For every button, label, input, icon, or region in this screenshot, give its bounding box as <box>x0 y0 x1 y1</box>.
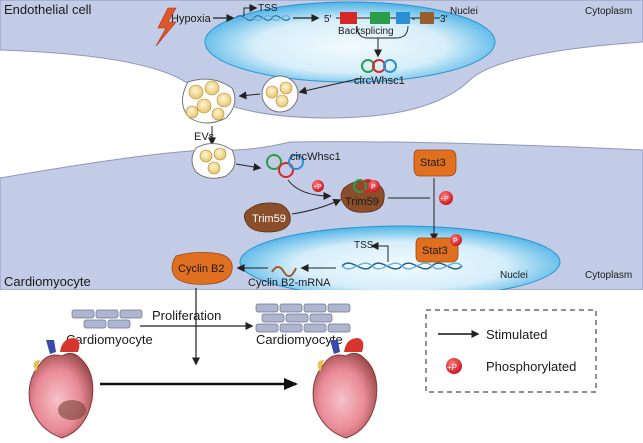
endothelial-cell-label: Endothelial cell <box>4 2 92 17</box>
stat3-nuclear-label: Stat3 <box>422 245 448 257</box>
nuclei-bottom-label: Nuclei <box>500 270 528 281</box>
cardiomyocyte-cells-left-icon <box>71 309 143 329</box>
stat3-nuclear-phospho-icon <box>450 234 462 246</box>
tss-top-label: TSS <box>258 3 278 14</box>
circwhsc1-mid-label: circWhsc1 <box>290 151 341 163</box>
five-prime-label: 5' <box>324 14 332 25</box>
svg-text:+P: +P <box>440 196 449 203</box>
stat3-phospho-icon <box>439 191 453 205</box>
nuclei-top-label: Nuclei <box>450 6 478 17</box>
phospho-icon <box>312 180 324 192</box>
circwhsc1-top-label: circWhsc1 <box>354 75 405 87</box>
circrna-mid-icon <box>266 154 304 178</box>
exon-blue <box>396 12 410 24</box>
circ-to-trim59-arrow <box>287 179 332 200</box>
legend-phosphorylated-label: Phosphorylated <box>486 359 576 374</box>
svg-text:P: P <box>371 184 376 191</box>
evs-release-arrow <box>235 162 262 171</box>
trim59-protein <box>244 202 291 233</box>
dna-helix-bottom-icon <box>341 262 463 270</box>
exon-red <box>340 12 357 24</box>
cardiomyocyte-cell-label: Cardiomyocyte <box>4 274 91 289</box>
cytoplasm-top-label: Cytoplasm <box>585 6 632 17</box>
cardiomyocyte-right-label: Cardiomyocyte <box>256 332 343 347</box>
hypoxia-label: Hypoxia <box>171 13 212 25</box>
trim59-phospho-icon <box>368 180 380 192</box>
cytoplasm-bottom-label: Cytoplasm <box>585 270 632 281</box>
trim59-complex-label: Trim59 <box>345 196 379 208</box>
release-arrow <box>238 91 261 100</box>
proliferation-label: Proliferation <box>152 308 221 323</box>
cyclin-b2-mrna-label: Cyclin B2-mRNA <box>248 277 331 289</box>
svg-text:-: - <box>412 14 415 25</box>
mrna-squiggle <box>271 266 297 278</box>
tss-top-arrow <box>243 4 258 16</box>
legend-phospho-icon <box>446 358 462 374</box>
ev-particles <box>185 80 232 121</box>
backsplicing-bracket <box>356 25 409 39</box>
three-prime-label: 3' <box>440 14 448 25</box>
svg-text:+P: +P <box>447 363 457 372</box>
circrna-icon <box>361 59 397 73</box>
exon-green <box>370 12 390 24</box>
trim59-label: Trim59 <box>252 213 286 225</box>
tss-bottom-arrow <box>370 242 389 262</box>
cardiomyocyte-left-label: Cardiomyocyte <box>66 332 153 347</box>
lightning-icon <box>155 7 177 47</box>
tss-bottom-label: TSS <box>354 240 374 251</box>
legend-box <box>425 309 597 393</box>
stat3-top-label: Stat3 <box>420 157 446 169</box>
svg-text:+P: +P <box>313 184 322 191</box>
backsplicing-label: Backsplicing <box>338 26 394 37</box>
heart-icon <box>28 338 94 439</box>
cyclin-b2-label: Cyclin B2 <box>178 263 224 275</box>
stat3-protein <box>413 149 457 177</box>
legend-stimulated-label: Stimulated <box>486 327 547 342</box>
cyclin-b2-protein <box>171 252 233 285</box>
svg-text:P: P <box>453 238 458 245</box>
heart-right-icon <box>312 338 378 439</box>
exon-brown <box>420 12 434 24</box>
circ-to-vesicle-arrow <box>298 77 363 95</box>
dna-helix-icon <box>235 15 291 21</box>
cardiomyocyte-cells-right-icon <box>255 303 351 333</box>
trim59-binding-arrow <box>291 199 342 215</box>
